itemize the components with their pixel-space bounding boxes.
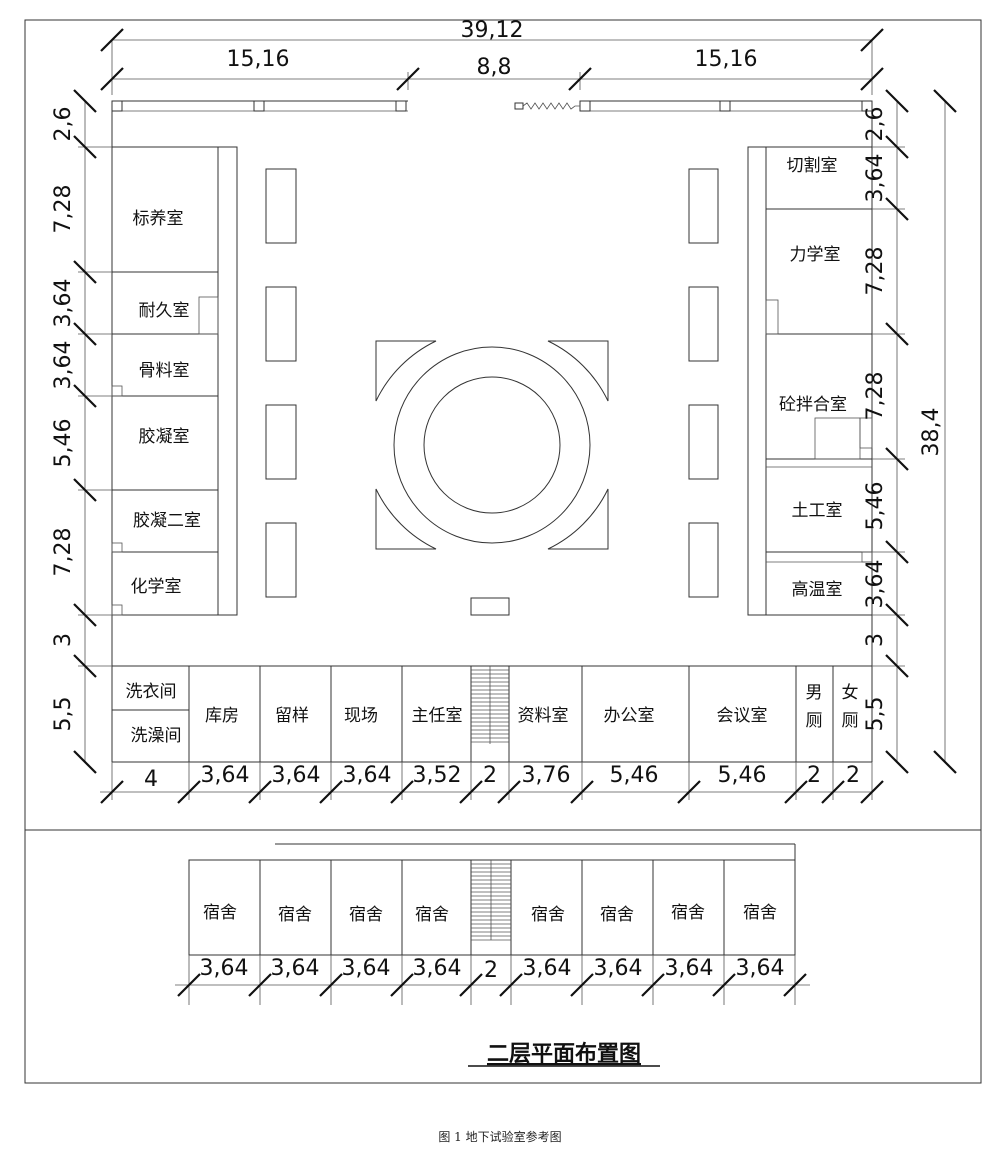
gate-icon	[514, 102, 524, 110]
dim-bottom-10: 2	[807, 763, 821, 788]
dim-dorm-5: 2	[484, 958, 498, 983]
room-label-liuyang: 留样	[275, 706, 309, 726]
dim-left-2: 7,28	[51, 185, 76, 234]
dim-right-1: 2,6	[863, 107, 888, 142]
dim-dorm-6: 3,64	[523, 956, 572, 981]
bottom-rooms	[112, 665, 872, 762]
dim-right-2: 3,64	[863, 154, 888, 203]
room-label-nan: 男	[806, 683, 823, 703]
right-rooms	[747, 146, 873, 616]
central-circle-feature	[375, 340, 609, 550]
center-tables	[265, 168, 719, 616]
dim-top-left: 15,16	[227, 47, 290, 72]
room-label-bangong: 办公室	[604, 706, 655, 726]
room-label-biaoyang: 标养室	[133, 209, 184, 229]
dim-bottom-11: 2	[846, 763, 860, 788]
dim-left-5: 5,46	[51, 419, 76, 468]
room-label-naijiu: 耐久室	[139, 301, 190, 321]
dim-bottom-4: 3,64	[343, 763, 392, 788]
dim-top-mid: 8,8	[477, 55, 512, 80]
dorm-label-6: 宿舍	[600, 905, 634, 925]
dim-top-total: 39,12	[461, 18, 524, 43]
staircase-icon	[471, 669, 509, 743]
room-label-nan-ce: 厕	[806, 711, 823, 731]
main-frame	[24, 19, 982, 831]
dim-top-right: 15,16	[695, 47, 758, 72]
dim-right-6: 3,64	[863, 560, 888, 609]
figure-caption: 图 1 地下试验室参考图	[438, 1129, 561, 1144]
dim-dorm-3: 3,64	[342, 956, 391, 981]
dim-right-7: 3	[863, 633, 888, 647]
second-floor-dorms	[188, 843, 796, 956]
dim-bottom-7: 3,76	[522, 763, 571, 788]
room-label-zhuren: 主任室	[412, 706, 463, 726]
dorm-label-5: 宿舍	[531, 905, 565, 925]
room-label-kufang: 库房	[205, 706, 239, 726]
dorm-label-4: 宿舍	[415, 905, 449, 925]
dim-dorm-1: 3,64	[200, 956, 249, 981]
room-label-nv-ce: 厕	[842, 711, 859, 731]
left-rooms	[111, 146, 238, 616]
room-label-qiege: 切割室	[787, 156, 838, 176]
dim-left-6: 7,28	[51, 528, 76, 577]
dim-dorm-2: 3,64	[271, 956, 320, 981]
dim-bottom-3: 3,64	[272, 763, 321, 788]
dim-bottom-6: 2	[483, 763, 497, 788]
dim-dorm-8: 3,64	[665, 956, 714, 981]
dorm-label-2: 宿舍	[278, 905, 312, 925]
dorm-label-8: 宿舍	[743, 903, 777, 923]
dim-dorm-4: 3,64	[413, 956, 462, 981]
dorm-label-3: 宿舍	[349, 905, 383, 925]
room-label-xizao: 洗澡间	[131, 726, 182, 746]
room-label-tongbanhe: 砼拌合室	[779, 395, 847, 415]
dim-right-4: 7,28	[863, 372, 888, 421]
room-label-ziliao: 资料室	[518, 706, 569, 726]
dim-right-total: 38,4	[919, 408, 944, 457]
dim-dorm-7: 3,64	[594, 956, 643, 981]
room-label-huaxue: 化学室	[131, 577, 182, 597]
room-label-xianchang: 现场	[344, 706, 378, 726]
dim-bottom-5: 3,52	[413, 763, 462, 788]
room-label-lixue: 力学室	[790, 245, 841, 265]
room-label-gaowen: 高温室	[792, 580, 843, 600]
dim-right-5: 5,46	[863, 482, 888, 531]
second-floor-frame	[24, 829, 982, 1084]
dim-bottom-9: 5,46	[718, 763, 767, 788]
dorm-label-7: 宿舍	[671, 903, 705, 923]
room-label-huiyi: 会议室	[717, 706, 768, 726]
room-label-nv: 女	[842, 683, 859, 703]
dim-left-3: 3,64	[51, 279, 76, 328]
dim-bottom-1: 4	[144, 767, 158, 792]
dim-left-1: 2,6	[51, 107, 76, 142]
dorm-label-1: 宿舍	[203, 903, 237, 923]
room-label-xiyi: 洗衣间	[126, 682, 177, 702]
dim-dorm-9: 3,64	[736, 956, 785, 981]
staircase-icon	[471, 863, 511, 941]
dimension-ticks	[73, 28, 957, 997]
room-label-guliao: 骨料室	[139, 361, 190, 381]
dim-left-8: 5,5	[51, 697, 76, 732]
dimension-lines	[78, 39, 946, 1005]
room-label-jiaoning2: 胶凝二室	[133, 511, 201, 531]
dim-left-4: 3,64	[51, 341, 76, 390]
floor-plan-title: 二层平面布置图	[487, 1041, 641, 1067]
dim-bottom-8: 5,46	[610, 763, 659, 788]
room-label-jiaoning: 胶凝室	[139, 427, 190, 447]
dim-right-3: 7,28	[863, 247, 888, 296]
dim-left-7: 3	[51, 633, 76, 647]
room-label-tugong: 土工室	[792, 501, 843, 521]
dim-bottom-2: 3,64	[201, 763, 250, 788]
dim-right-8: 5,5	[863, 697, 888, 732]
building-outline	[111, 100, 873, 763]
